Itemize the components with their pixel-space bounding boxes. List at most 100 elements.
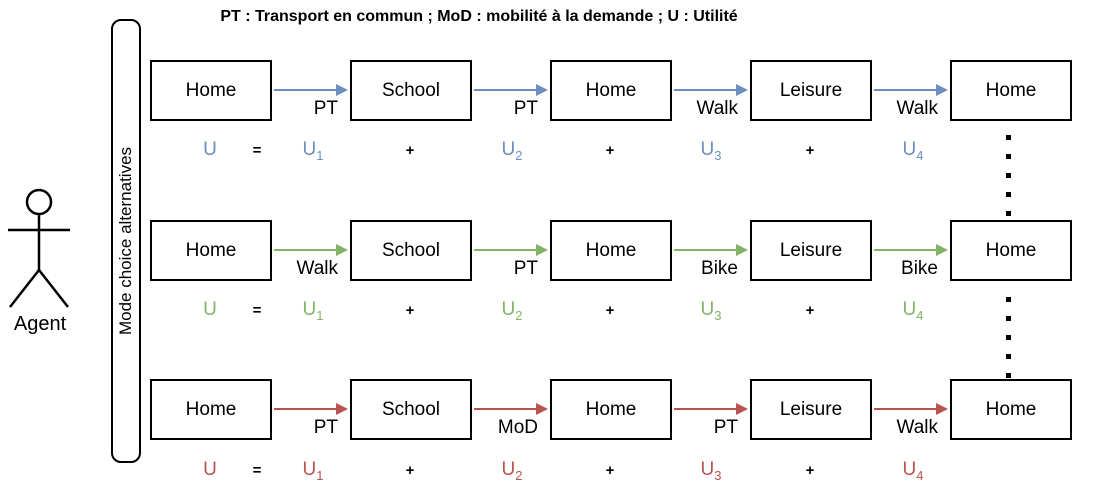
- equation-operator: =: [212, 459, 302, 479]
- mode-arrow-line: [274, 408, 336, 410]
- arrow-head-icon: [736, 403, 748, 415]
- activity-box: Home: [150, 220, 272, 281]
- mode-label: PT: [313, 98, 338, 119]
- utility-term: U1: [268, 459, 358, 483]
- mode-arrow-line: [474, 249, 536, 251]
- mode-label: MoD: [497, 417, 538, 438]
- mode-label: Bike: [901, 258, 938, 279]
- activity-box: School: [350, 220, 472, 281]
- mode-arrow-line: [874, 89, 936, 91]
- arrow-head-icon: [536, 84, 548, 96]
- equation-operator: +: [765, 299, 855, 319]
- activity-box: Home: [550, 60, 672, 121]
- term-text: +: [605, 462, 615, 479]
- activity-box: Home: [550, 220, 672, 281]
- activity-box: Home: [950, 60, 1072, 121]
- term-subscript: 2: [515, 467, 523, 483]
- activity-box: Home: [950, 220, 1072, 281]
- term-text: U: [203, 299, 217, 320]
- term-text: U: [700, 459, 715, 480]
- term-subscript: 1: [316, 467, 324, 483]
- term-text: +: [405, 142, 415, 159]
- agent-label: Agent: [13, 313, 67, 335]
- utility-term: U: [165, 139, 255, 161]
- term-text: U: [501, 459, 516, 480]
- term-subscript: 1: [316, 147, 324, 163]
- utility-term: U4: [868, 139, 958, 163]
- arrow-head-icon: [536, 244, 548, 256]
- term-text: +: [805, 142, 815, 159]
- mode-arrow-line: [674, 249, 736, 251]
- term-text: +: [605, 302, 615, 319]
- term-text: U: [700, 139, 715, 160]
- mode-arrow-line: [474, 89, 536, 91]
- utility-term: U1: [268, 299, 358, 323]
- mode-arrow-line: [474, 408, 536, 410]
- mode-label: Bike: [701, 258, 738, 279]
- term-subscript: 3: [714, 467, 722, 483]
- term-text: +: [405, 462, 415, 479]
- mode-label: Walk: [896, 417, 938, 438]
- utility-term: U3: [666, 459, 756, 483]
- activity-box: School: [350, 379, 472, 440]
- equation-operator: +: [765, 459, 855, 479]
- mode-arrow-line: [674, 408, 736, 410]
- term-text: +: [605, 142, 615, 159]
- activity-box: Home: [950, 379, 1072, 440]
- equation-operator: +: [765, 139, 855, 159]
- term-text: U: [501, 299, 516, 320]
- activity-box: Leisure: [750, 60, 872, 121]
- utility-term: U2: [467, 459, 557, 483]
- term-subscript: 4: [916, 307, 924, 323]
- term-subscript: 3: [714, 307, 722, 323]
- term-subscript: 4: [916, 467, 924, 483]
- term-text: U: [302, 139, 317, 160]
- mode-arrow-line: [874, 408, 936, 410]
- term-text: +: [805, 462, 815, 479]
- equation-operator: +: [565, 139, 655, 159]
- vertical-ellipsis-bottom: [1006, 297, 1011, 378]
- term-subscript: 3: [714, 147, 722, 163]
- term-text: =: [252, 462, 262, 479]
- equation-operator: +: [365, 459, 455, 479]
- arrow-head-icon: [736, 244, 748, 256]
- mode-label: PT: [513, 258, 538, 279]
- mode-bar-label: Mode choice alternatives: [116, 146, 135, 336]
- utility-term: U2: [467, 299, 557, 323]
- activity-box: Leisure: [750, 379, 872, 440]
- utility-term: U: [165, 459, 255, 481]
- utility-term: U: [165, 299, 255, 321]
- arrow-head-icon: [936, 403, 948, 415]
- term-text: U: [203, 139, 217, 160]
- mode-label: PT: [513, 98, 538, 119]
- term-text: =: [252, 142, 262, 159]
- equation-operator: +: [565, 299, 655, 319]
- term-text: U: [902, 459, 917, 480]
- term-subscript: 1: [316, 307, 324, 323]
- mode-label: Walk: [896, 98, 938, 119]
- arrow-head-icon: [336, 403, 348, 415]
- mode-label: Walk: [296, 258, 338, 279]
- mode-arrow-line: [874, 249, 936, 251]
- arrow-head-icon: [536, 403, 548, 415]
- utility-term: U3: [666, 139, 756, 163]
- arrow-head-icon: [936, 84, 948, 96]
- arrow-head-icon: [736, 84, 748, 96]
- utility-term: U4: [868, 459, 958, 483]
- utility-term: U1: [268, 139, 358, 163]
- activity-box: School: [350, 60, 472, 121]
- mode-choice-bar: Mode choice alternatives: [111, 19, 141, 463]
- utility-term: U4: [868, 299, 958, 323]
- agent-stick-figure-icon: [8, 188, 70, 308]
- equation-operator: +: [365, 299, 455, 319]
- mode-arrow-line: [674, 89, 736, 91]
- term-text: U: [700, 299, 715, 320]
- activity-box: Home: [550, 379, 672, 440]
- equation-operator: =: [212, 299, 302, 319]
- term-text: U: [902, 139, 917, 160]
- term-text: U: [302, 299, 317, 320]
- arrow-head-icon: [336, 244, 348, 256]
- equation-operator: +: [365, 139, 455, 159]
- term-text: U: [203, 459, 217, 480]
